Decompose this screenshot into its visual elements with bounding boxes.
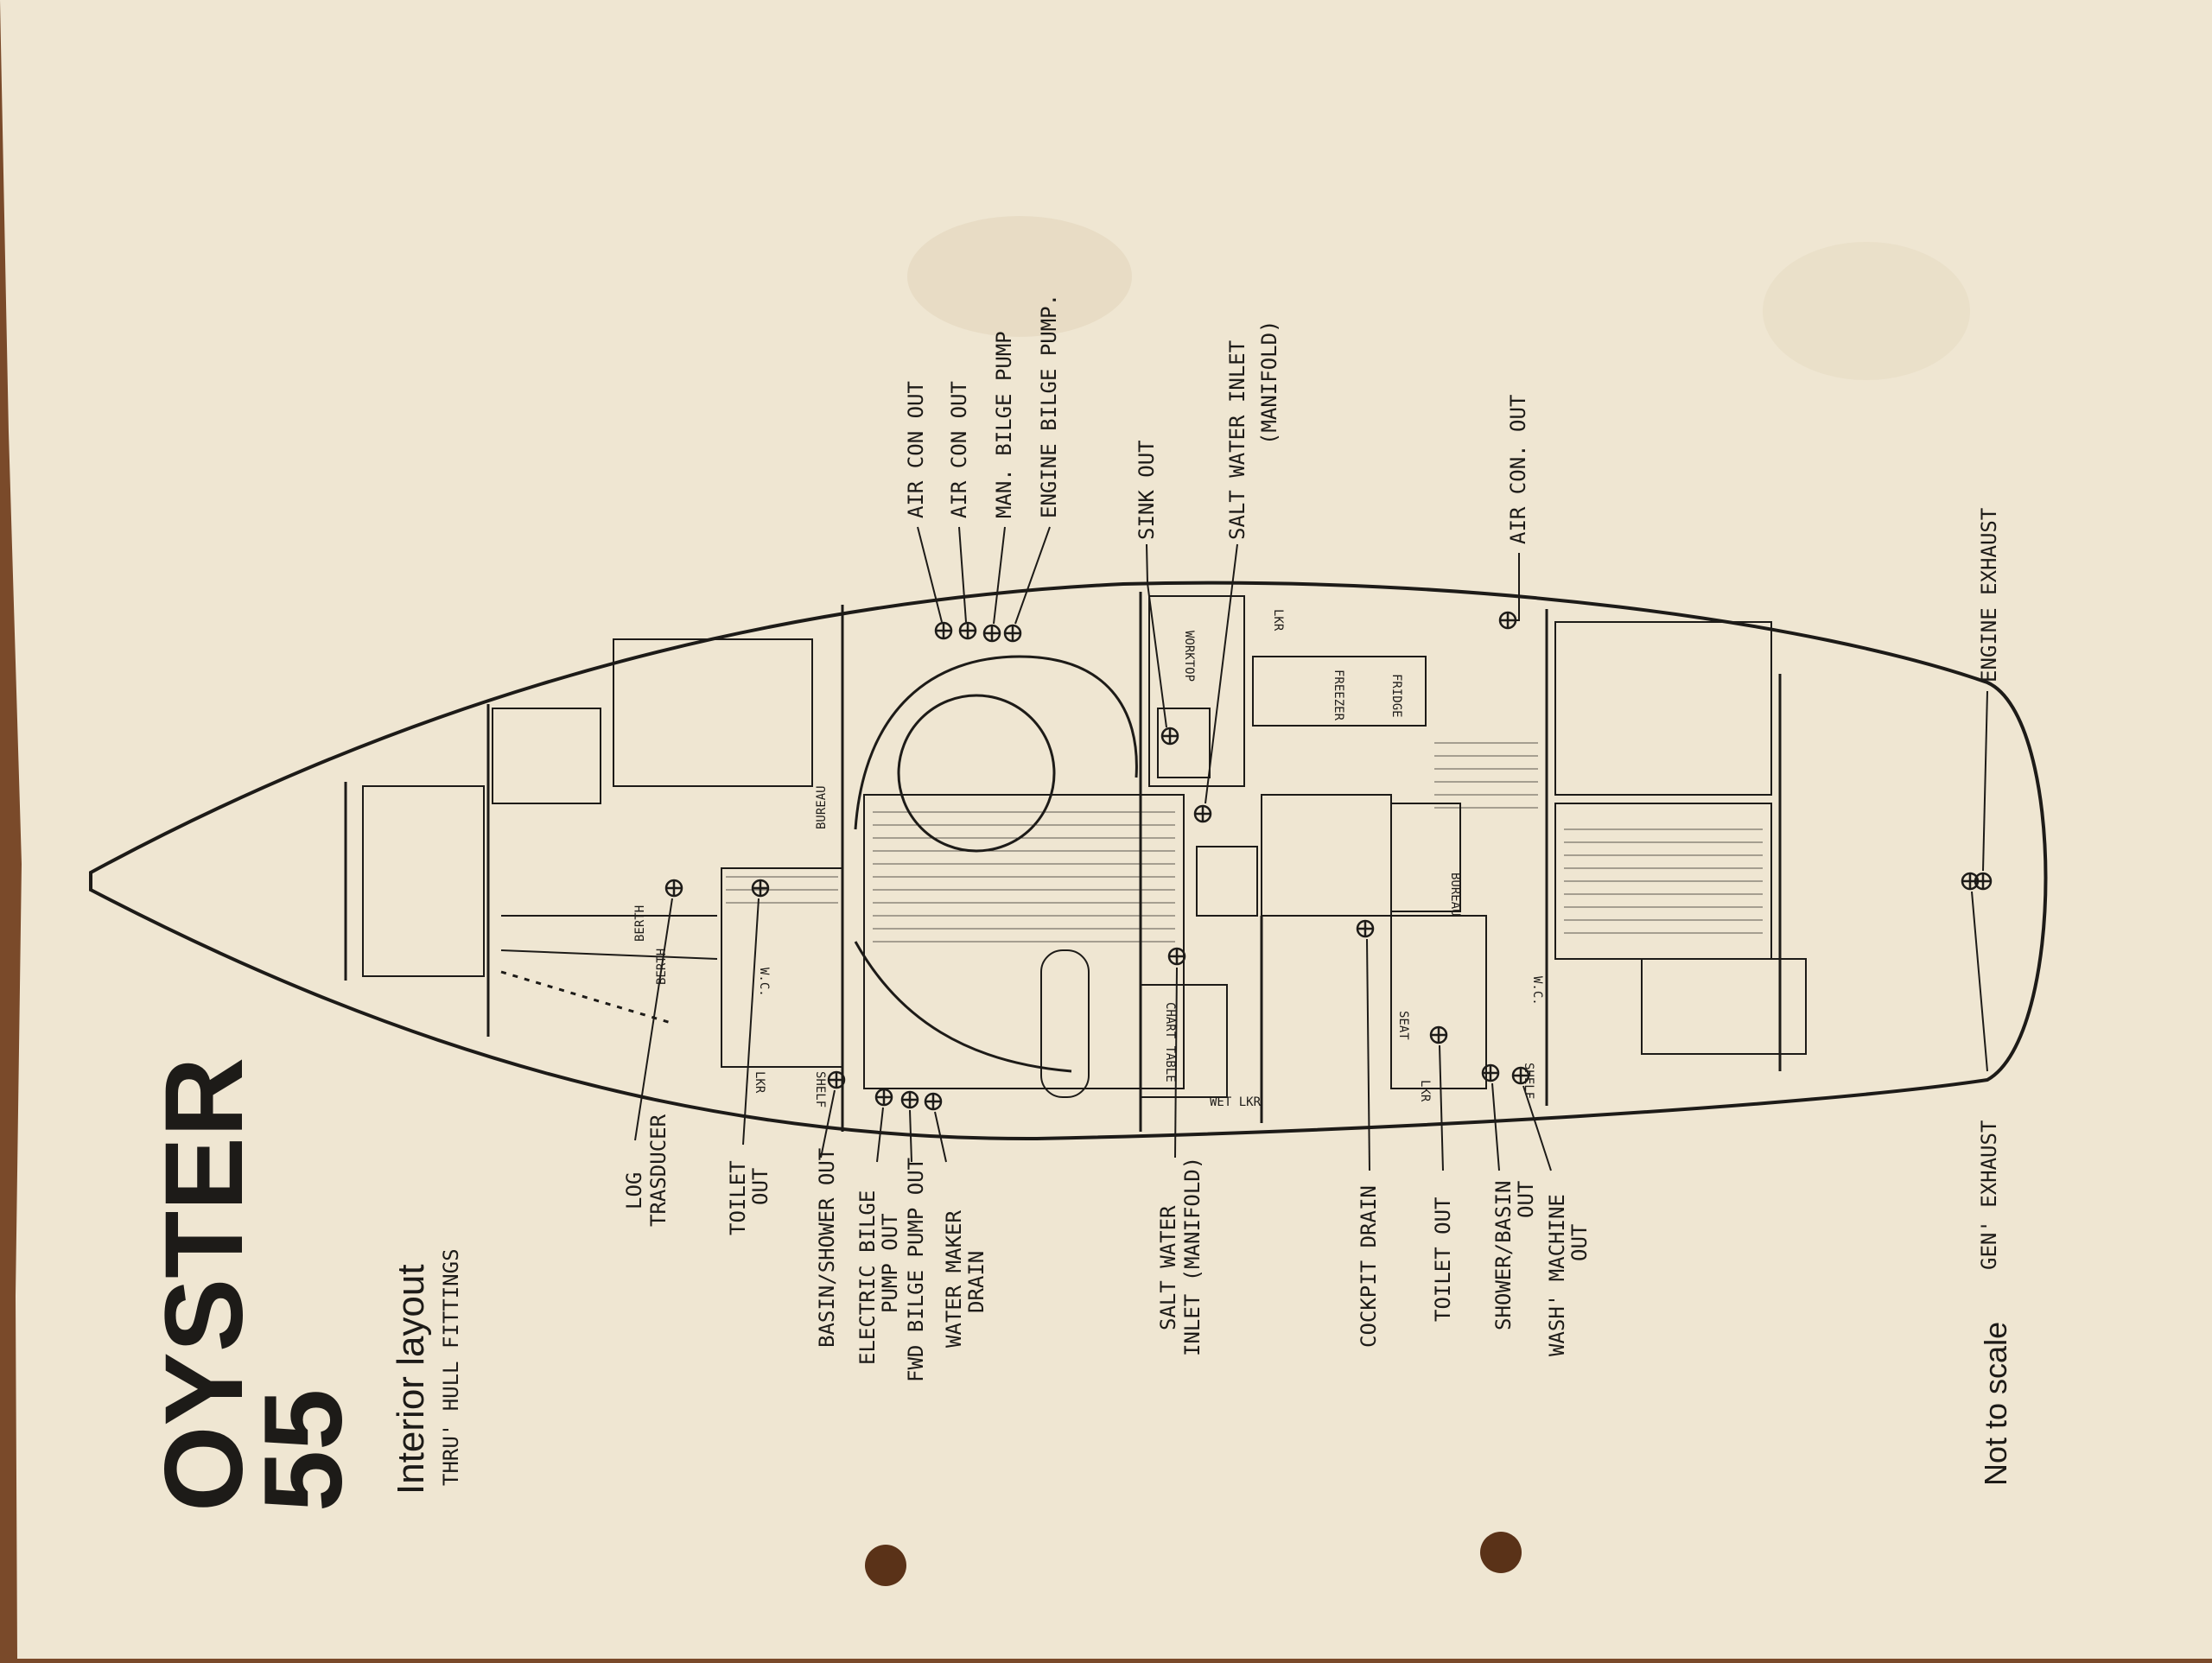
label-air-con-out-2: AIR CON OUT bbox=[947, 381, 971, 518]
label-basin-shower-out: BASIN/SHOWER OUT bbox=[815, 1148, 839, 1348]
brand-title: OYSTER bbox=[143, 1057, 266, 1512]
label-wash-machine: WASH' MACHINE bbox=[1545, 1194, 1569, 1356]
aft-heads bbox=[1390, 915, 1487, 1089]
fitting-marker bbox=[664, 879, 683, 898]
fitting-marker bbox=[1498, 611, 1517, 630]
label-engine-bilge-pump: ENGINE BILGE PUMP. bbox=[1037, 294, 1061, 518]
fitting-marker bbox=[1481, 1063, 1500, 1082]
aft-lockers bbox=[1554, 621, 1772, 796]
paper-stain bbox=[1763, 242, 1970, 380]
fwd-cabin-berth bbox=[613, 638, 813, 787]
fitting-marker bbox=[1974, 872, 1993, 891]
forepeak-locker bbox=[362, 785, 485, 977]
leader-lines bbox=[634, 526, 1988, 1171]
label-log: LOG bbox=[622, 1172, 646, 1209]
fitting-marker bbox=[1429, 1025, 1448, 1044]
fitting-marker bbox=[751, 879, 770, 898]
wc-label: W.C. bbox=[757, 968, 771, 997]
fitting-marker bbox=[900, 1090, 919, 1109]
bureau-label: BUREAU bbox=[815, 785, 829, 829]
model-number: 55 bbox=[242, 1389, 365, 1512]
fitting-marker bbox=[934, 621, 953, 640]
punch-hole bbox=[1480, 1532, 1522, 1573]
shelf-label: SHELF bbox=[813, 1071, 827, 1108]
berth-label: BERTH bbox=[633, 905, 647, 942]
label-toilet-out-fwd: OUT bbox=[748, 1168, 772, 1205]
wet-locker-label: WET LKR bbox=[1210, 1095, 1262, 1109]
hull-outline bbox=[89, 581, 2048, 1141]
top-annotations: AIR CON OUT AIR CON OUT MAN. BILGE PUMP … bbox=[904, 294, 2001, 682]
locker-label: LKR bbox=[1418, 1080, 1432, 1102]
label-sink-out: SINK OUT bbox=[1135, 440, 1159, 540]
label-toilet-fwd: TOILET bbox=[726, 1160, 750, 1235]
label-man-bilge-pump: MAN. BILGE PUMP bbox=[992, 331, 1016, 518]
freezer-label: FREEZER bbox=[1332, 670, 1345, 721]
fitting-marker bbox=[1160, 727, 1179, 746]
chart-table bbox=[1140, 984, 1228, 1098]
fwd-cabin-berth bbox=[492, 708, 601, 804]
subtitle-thru-hull: THRU' HULL FITTINGS bbox=[439, 1248, 463, 1486]
label-air-con-out-3: AIR CON. OUT bbox=[1506, 395, 1530, 544]
label-electric-bilge: ELECTRIC BILGE bbox=[855, 1190, 880, 1365]
bureau-label: BUREAU bbox=[1448, 873, 1462, 917]
label-cockpit-drain: COCKPIT DRAIN bbox=[1357, 1185, 1381, 1348]
label-gen-exhaust: GEN' EXHAUST bbox=[1977, 1120, 2001, 1270]
label-log-transducer: TRASDUCER bbox=[646, 1114, 671, 1227]
fitting-marker bbox=[958, 621, 977, 640]
bottom-annotations: LOG TRASDUCER TOILET OUT BASIN/SHOWER OU… bbox=[622, 1114, 2001, 1382]
seat-label: SEAT bbox=[1396, 1011, 1410, 1040]
label-electric-bilge-pump-out: PUMP OUT bbox=[878, 1213, 902, 1313]
locker-label: LKR bbox=[753, 1071, 766, 1094]
hull-plan bbox=[89, 581, 2048, 1141]
aft-bureau bbox=[1390, 803, 1461, 912]
saloon-settee-lower bbox=[854, 941, 1072, 1073]
label-salt-water-inlet-upper: SALT WATER INLET bbox=[1225, 340, 1249, 540]
saloon-sole bbox=[863, 794, 1185, 1089]
aft-cabin-cushion bbox=[1641, 958, 1807, 1055]
plan-labels: BUREAU BUREAU BERTH BERTH W.C. W.C. LKR … bbox=[633, 609, 1544, 1109]
label-water-maker-drain: DRAIN bbox=[964, 1251, 988, 1313]
fitting-marker bbox=[982, 624, 1001, 643]
fitting-marker bbox=[1193, 804, 1212, 823]
companionway bbox=[1196, 846, 1258, 917]
fitting-marker bbox=[827, 1070, 846, 1089]
label-shower-basin: SHOWER/BASIN bbox=[1491, 1181, 1516, 1330]
paper-stain bbox=[907, 216, 1132, 337]
locker-label: LKR bbox=[1271, 609, 1285, 632]
label-salt-water-inlet-lower-manifold: INLET (MANIFOLD) bbox=[1180, 1157, 1205, 1356]
galley-worktop bbox=[1148, 595, 1245, 787]
fitting-marker bbox=[924, 1092, 943, 1111]
floorboard-hatching bbox=[726, 742, 1763, 943]
fitting-marker bbox=[1003, 624, 1022, 643]
chart-table-label: CHART TABLE bbox=[1163, 1002, 1177, 1082]
label-water-maker: WATER MAKER bbox=[942, 1210, 966, 1348]
fitting-marker bbox=[1356, 919, 1375, 938]
nav-seat bbox=[1040, 949, 1090, 1098]
label-salt-water-inlet-upper-manifold: (MANIFOLD) bbox=[1257, 321, 1281, 446]
fitting-marker bbox=[1167, 947, 1186, 966]
label-wash-machine-out: OUT bbox=[1567, 1224, 1592, 1261]
label-salt-water-inlet-lower: SALT WATER bbox=[1156, 1205, 1180, 1330]
label-shower-basin-out: OUT bbox=[1514, 1181, 1538, 1218]
label-engine-exhaust: ENGINE EXHAUST bbox=[1977, 508, 2001, 682]
label-fwd-bilge-pump-out: FWD BILGE PUMP OUT bbox=[904, 1158, 928, 1382]
wc-label: W.C. bbox=[1530, 976, 1544, 1006]
not-to-scale-note: Not to scale bbox=[1978, 1322, 2013, 1486]
punch-hole bbox=[865, 1545, 906, 1586]
label-toilet-out-aft: TOILET OUT bbox=[1431, 1197, 1455, 1323]
berth-line bbox=[500, 915, 718, 960]
fridge-freezer bbox=[1252, 656, 1427, 727]
saloon-settee bbox=[854, 655, 1138, 830]
label-air-con-out-1: AIR CON OUT bbox=[904, 381, 928, 518]
galley-sinks bbox=[1157, 708, 1211, 778]
fitting-markers bbox=[664, 611, 1993, 1111]
subtitle: Interior layout bbox=[390, 1264, 432, 1495]
fitting-marker bbox=[874, 1088, 893, 1107]
worktop-label: WORKTOP bbox=[1182, 631, 1196, 682]
fitting-marker bbox=[1511, 1066, 1530, 1085]
fridge-label: FRIDGE bbox=[1389, 674, 1403, 718]
